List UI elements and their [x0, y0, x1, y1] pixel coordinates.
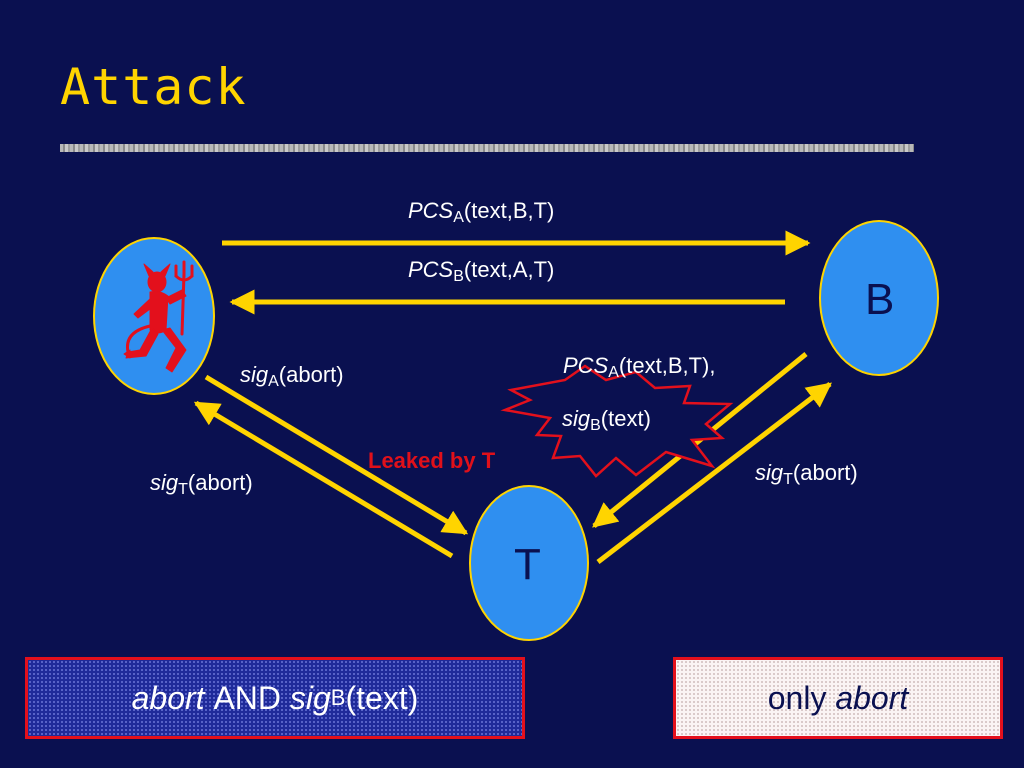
- outcome-right-only: only: [767, 679, 827, 716]
- leak-burst-shape: [500, 364, 734, 478]
- label-sig-a-abort: sigA(abort): [240, 362, 344, 390]
- outcome-right-abort: abort: [835, 679, 909, 716]
- t-node-label: T: [514, 540, 541, 589]
- arrow-attacker-to-t: [204, 374, 469, 536]
- outcome-left-args: (text): [345, 679, 419, 716]
- slide-title: Attack: [60, 58, 247, 116]
- label-sig-t-abort-left: sigT(abort): [150, 470, 253, 498]
- label-pcs-b-to-attacker: PCSB(text,A,T): [408, 257, 555, 285]
- arrow-t-to-attacker: [193, 400, 454, 559]
- outcome-left-sub: B: [330, 685, 346, 710]
- title-divider: [60, 144, 914, 152]
- outcome-b-box: only abort: [673, 657, 1003, 739]
- devil-icon: [123, 260, 194, 373]
- b-node-label: B: [865, 275, 895, 324]
- t-node: [469, 485, 589, 641]
- arrow-t-to-b: [596, 382, 832, 564]
- leaked-by-t-label: Leaked by T: [368, 448, 496, 473]
- label-sig-t-abort-right: sigT(abort): [755, 460, 858, 488]
- outcome-left-abort: abort: [131, 679, 205, 716]
- label-pcs-a-leaked: PCSA(text,B,T),: [563, 353, 716, 381]
- outcome-left-and: AND: [213, 679, 281, 716]
- outcome-left-sig: sig: [289, 679, 331, 716]
- label-sig-b-text: sigB(text): [562, 406, 651, 434]
- b-node: [819, 220, 939, 376]
- label-pcs-a-to-b: PCSA(text,B,T): [408, 198, 555, 226]
